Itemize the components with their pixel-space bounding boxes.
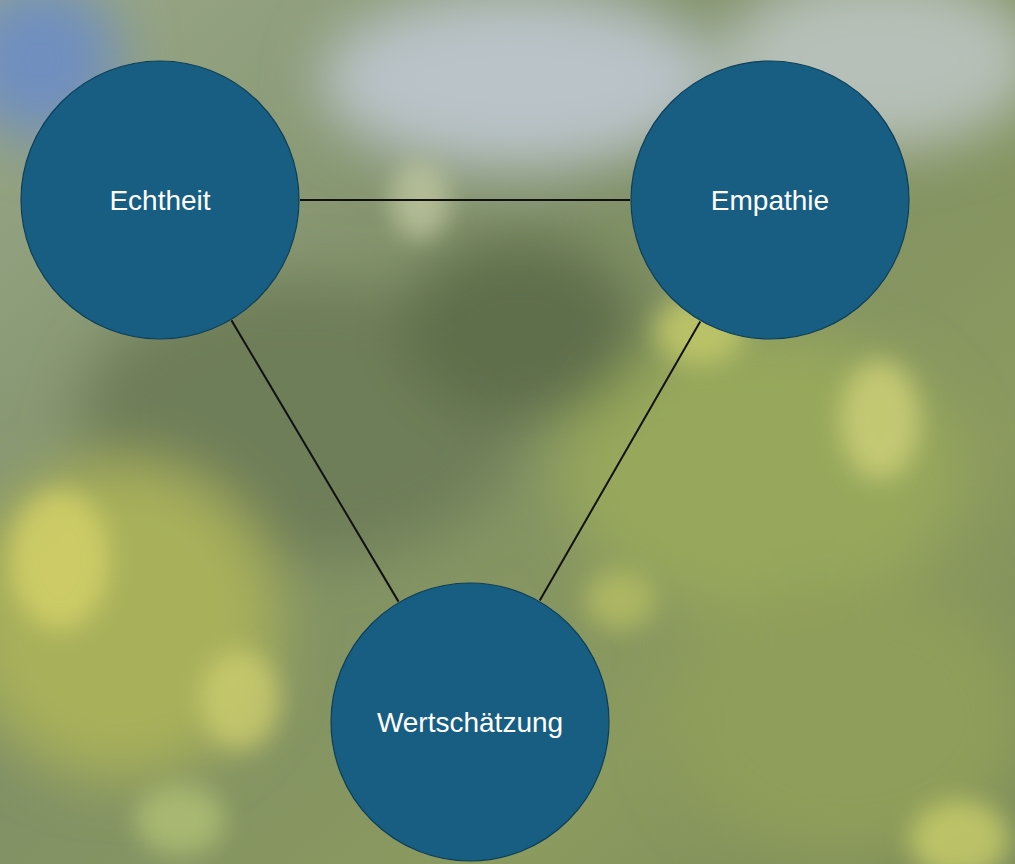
connector-line [231,320,398,601]
circle-shape [631,61,909,339]
circle-node: Empathie [630,60,910,340]
circle-node: Wertschätzung [330,582,610,862]
connector-line [300,199,630,201]
circle-shape [21,61,299,339]
connector-line [540,321,700,600]
node-label: Echtheit [109,183,210,218]
circle-node: Echtheit [20,60,300,340]
node-label: Empathie [711,183,829,218]
node-label: Wertschätzung [377,705,563,740]
circle-shape [331,583,609,861]
